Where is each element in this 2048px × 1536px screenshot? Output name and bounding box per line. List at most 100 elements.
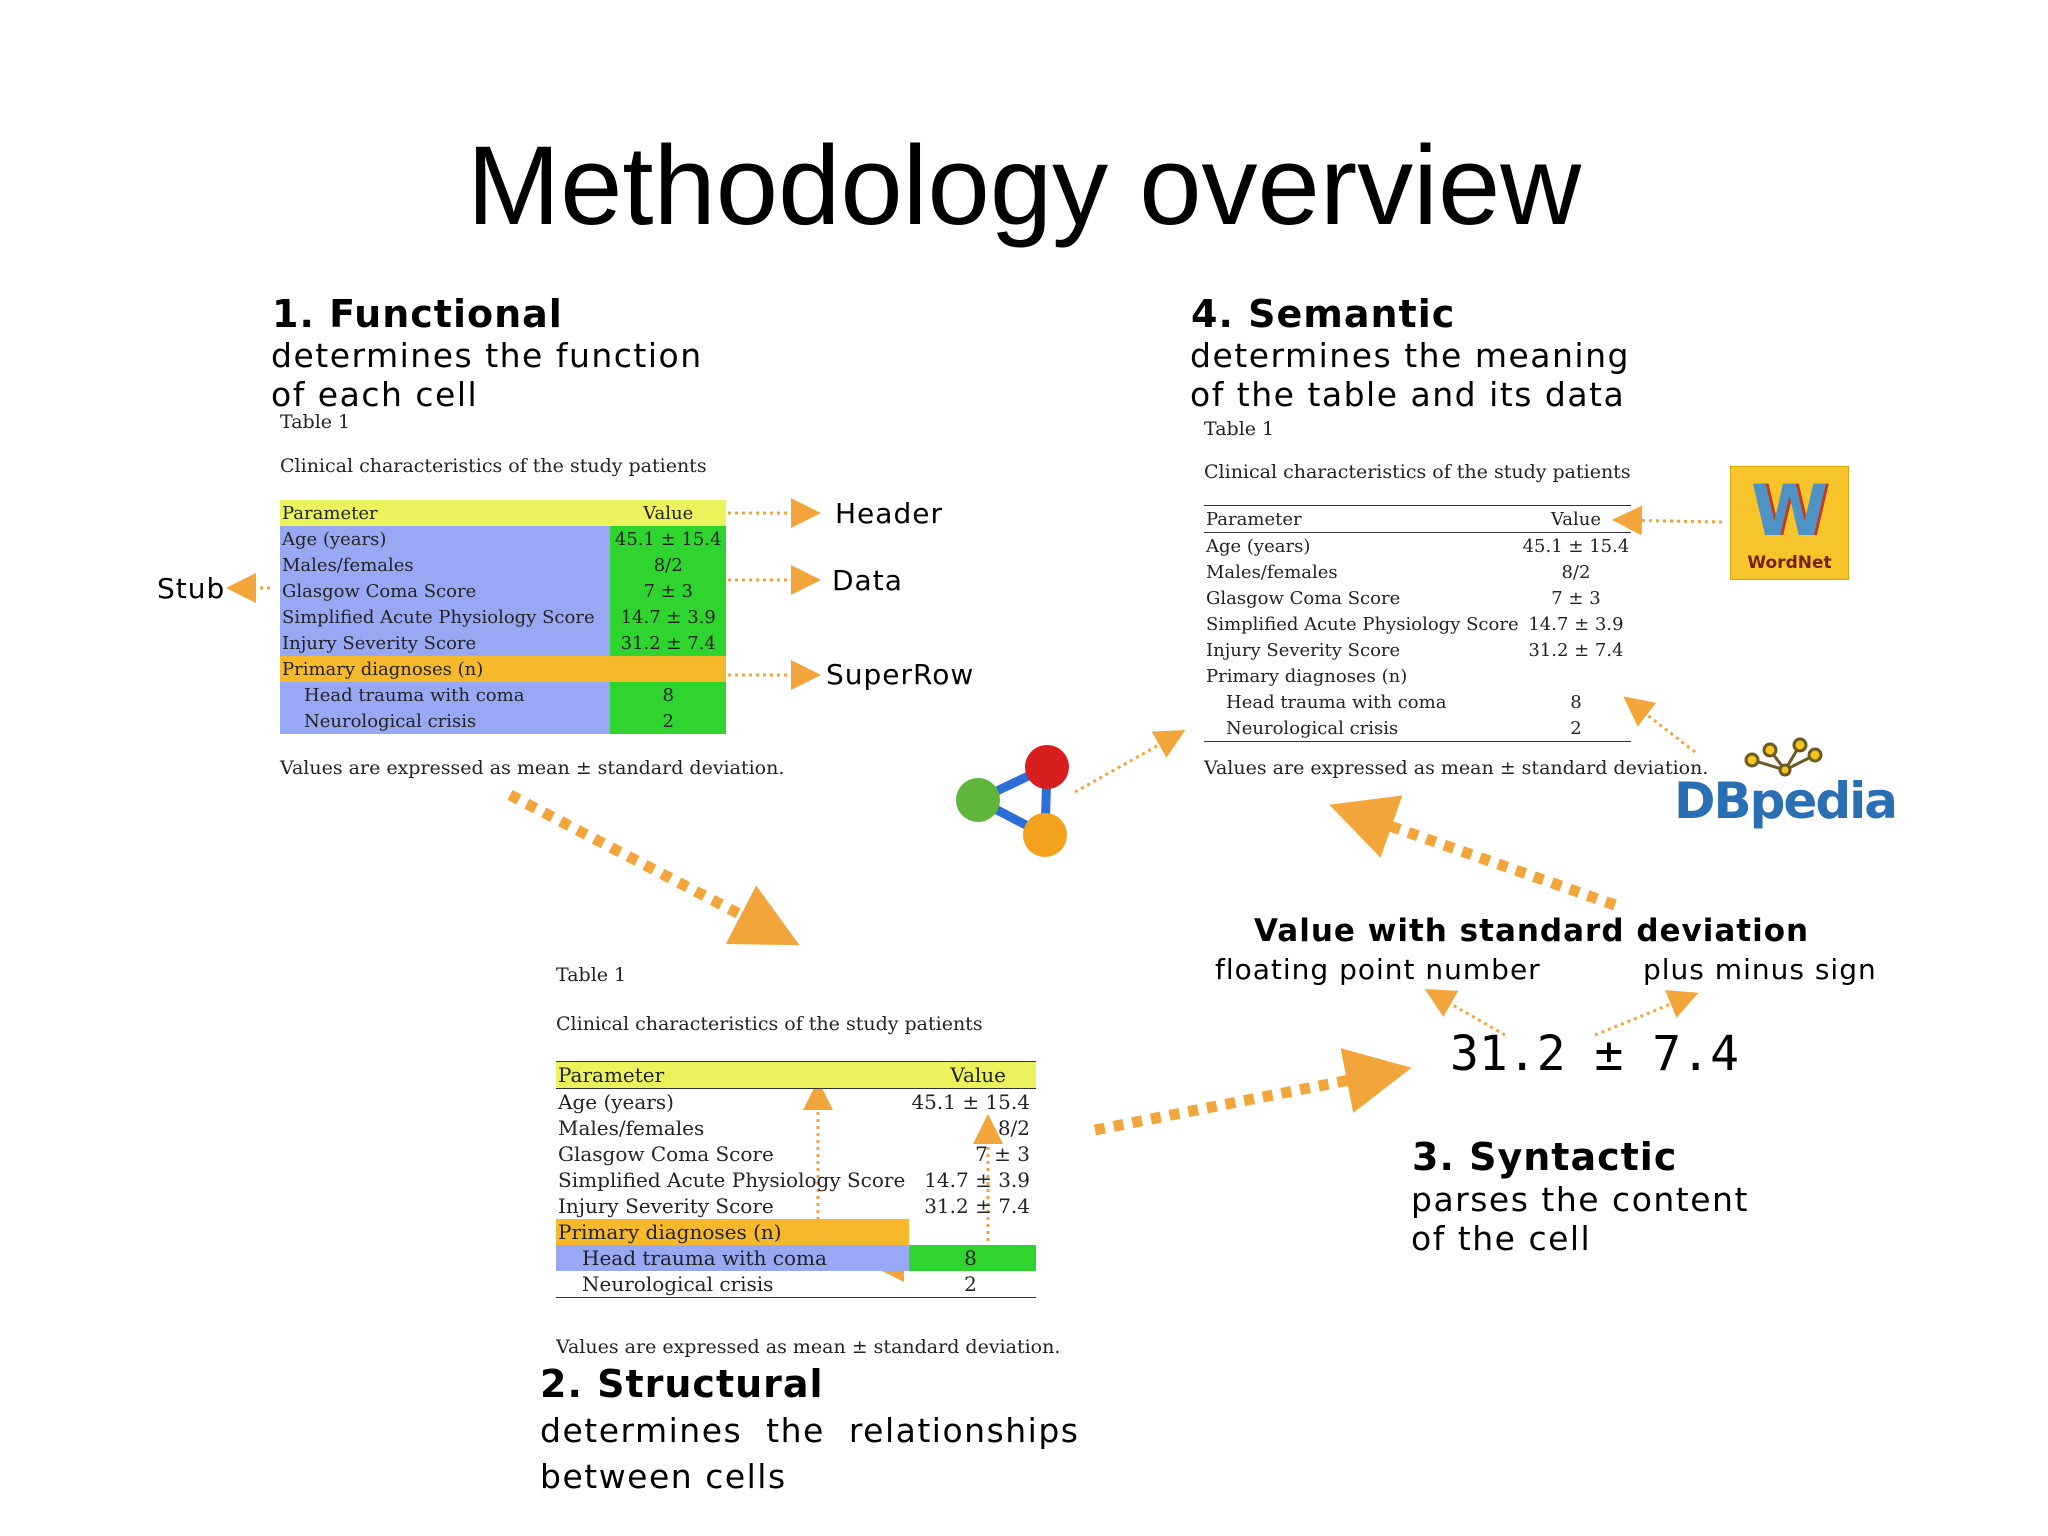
- functional-desc-line1: determines the function: [271, 336, 703, 375]
- wordnet-w-icon: W: [1750, 470, 1829, 552]
- stub-cell: Head trauma with coma: [280, 682, 611, 708]
- table1-footnote: Values are expressed as mean ± standard …: [280, 757, 785, 779]
- table-row: Glasgow Coma Score 7 ± 3: [1204, 585, 1631, 611]
- slide-title: Methodology overview: [466, 123, 1582, 248]
- stub-cell: Males/females: [558, 1116, 705, 1140]
- stub-cell: Neurological crisis: [556, 1271, 909, 1298]
- stub-cell: Glasgow Coma Score: [1206, 587, 1401, 609]
- stub-cell: Glasgow Coma Score: [280, 578, 611, 604]
- table-row: Injury Severity Score 31.2 ± 7.4: [556, 1193, 1036, 1219]
- flow-arrow-1-to-2: [507, 790, 800, 946]
- data-cell: 31.2 ± 7.4: [1528, 639, 1624, 661]
- semantic-heading: 4. Semantic: [1191, 292, 1456, 336]
- table-row: Age (years) 45.1 ± 15.4: [556, 1089, 1036, 1116]
- stub-cell: Neurological crisis: [280, 708, 611, 734]
- structural-table: Parameter Value Age (years) 45.1 ± 15.4 M…: [556, 1061, 1036, 1298]
- data-cell: 14.7 ± 3.9: [610, 604, 726, 630]
- data-cell: 2: [908, 1271, 1036, 1298]
- syntactic-example-heading: Value with standard deviation: [1254, 913, 1810, 949]
- data-cell: 45.1 ± 15.4: [911, 1090, 1030, 1114]
- graph-icon: [956, 745, 1069, 857]
- flow-arrow-2-to-3: [1093, 1048, 1412, 1136]
- data-cell: 7 ± 3: [1551, 587, 1601, 609]
- structural-heading: 2. Structural: [540, 1362, 824, 1406]
- arrow-float-label: [1424, 989, 1506, 1037]
- header-value: Value: [1520, 505, 1632, 533]
- superrow-annotation: SuperRow: [826, 658, 975, 691]
- superrow-cell: Primary diagnoses (n): [1206, 665, 1408, 687]
- data-cell: 14.7 ± 3.9: [1528, 613, 1624, 635]
- functional-desc-line2: of each cell: [271, 375, 479, 414]
- stub-cell: Head trauma with coma: [1226, 691, 1447, 713]
- structural-desc-line1: determines the relationships: [540, 1411, 1080, 1450]
- syntactic-desc-line2: of the cell: [1411, 1219, 1592, 1258]
- stub-annotation: Stub: [157, 572, 226, 605]
- data-cell: 31.2 ± 7.4: [610, 630, 726, 656]
- superrow-cell: Primary diagnoses (n): [280, 656, 726, 682]
- syntactic-desc-line1: parses the content: [1411, 1180, 1749, 1219]
- arrow-wordnet: [1612, 505, 1723, 536]
- floating-point-label: floating point number: [1215, 953, 1541, 986]
- wordnet-logo: W WordNet: [1730, 466, 1849, 580]
- syntactic-heading: 3. Syntactic: [1412, 1135, 1678, 1179]
- data-cell: 8: [610, 682, 726, 708]
- data-cell: 8/2: [1561, 561, 1591, 583]
- syntactic-description: parses the content of the cell: [1411, 1180, 1749, 1258]
- data-cell: 45.1 ± 15.4: [610, 526, 726, 552]
- stub-cell: Simplified Acute Physiology Score: [1206, 613, 1519, 635]
- data-cell: 8/2: [610, 552, 726, 578]
- header-parameter: Parameter: [280, 500, 611, 526]
- stub-cell: Simplified Acute Physiology Score: [558, 1168, 906, 1192]
- stub-cell: Injury Severity Score: [280, 630, 611, 656]
- example-value: 31.2 ± 7.4: [1450, 1026, 1739, 1082]
- table-row: Age (years)45.1 ± 15.4: [280, 526, 726, 552]
- data-cell: 2: [1520, 715, 1632, 742]
- table2-caption: Clinical characteristics of the study pa…: [556, 1013, 983, 1035]
- table-header-row: Parameter Value: [556, 1061, 1036, 1089]
- table2-label: Table 1: [556, 964, 627, 986]
- stub-cell: Males/females: [280, 552, 611, 578]
- stub-cell: Injury Severity Score: [1206, 639, 1401, 661]
- superrow: Primary diagnoses (n): [280, 656, 726, 682]
- semantic-table: Parameter Value Age (years)45.1 ± 15.4 M…: [1204, 505, 1632, 742]
- superrow: Primary diagnoses (n): [1204, 663, 1631, 689]
- stub-cell: Simplified Acute Physiology Score: [280, 604, 611, 630]
- data-annotation: Data: [832, 564, 903, 597]
- stub-cell: Age (years): [280, 526, 611, 552]
- dbpedia-tree-icon: [1744, 737, 1823, 777]
- stub-cell: Males/females: [1206, 561, 1338, 583]
- table1-label: Table 1: [280, 411, 351, 433]
- table4-label: Table 1: [1204, 418, 1275, 440]
- data-cell: 2: [610, 708, 726, 734]
- table-row: Males/females 8/2: [1204, 559, 1631, 585]
- stub-cell: Age (years): [558, 1090, 674, 1114]
- data-cell: 31.2 ± 7.4: [924, 1194, 1030, 1218]
- table-row: Simplified Acute Physiology Score 14.7 ± …: [1204, 611, 1631, 637]
- table-row: Simplified Acute Physiology Score 14.7 ± …: [556, 1167, 1036, 1193]
- superrow: Primary diagnoses (n): [556, 1219, 1036, 1245]
- data-cell: 14.7 ± 3.9: [924, 1168, 1030, 1192]
- header-value: Value: [908, 1061, 1036, 1089]
- functional-heading: 1. Functional: [272, 292, 563, 336]
- wordnet-label: WordNet: [1747, 553, 1832, 573]
- data-cell: 7 ± 3: [975, 1142, 1030, 1166]
- semantic-desc-line2: of the table and its data: [1190, 375, 1626, 414]
- data-cell: 8: [908, 1245, 1036, 1271]
- table4-caption: Clinical characteristics of the study pa…: [1204, 461, 1631, 483]
- table1-caption: Clinical characteristics of the study pa…: [280, 455, 707, 477]
- stub-cell: Injury Severity Score: [558, 1194, 774, 1218]
- data-cell: 45.1 ± 15.4: [1522, 535, 1630, 557]
- header-parameter: Parameter: [556, 1061, 909, 1089]
- arrow-graph: [1074, 730, 1186, 794]
- header-annotation: Header: [835, 497, 943, 530]
